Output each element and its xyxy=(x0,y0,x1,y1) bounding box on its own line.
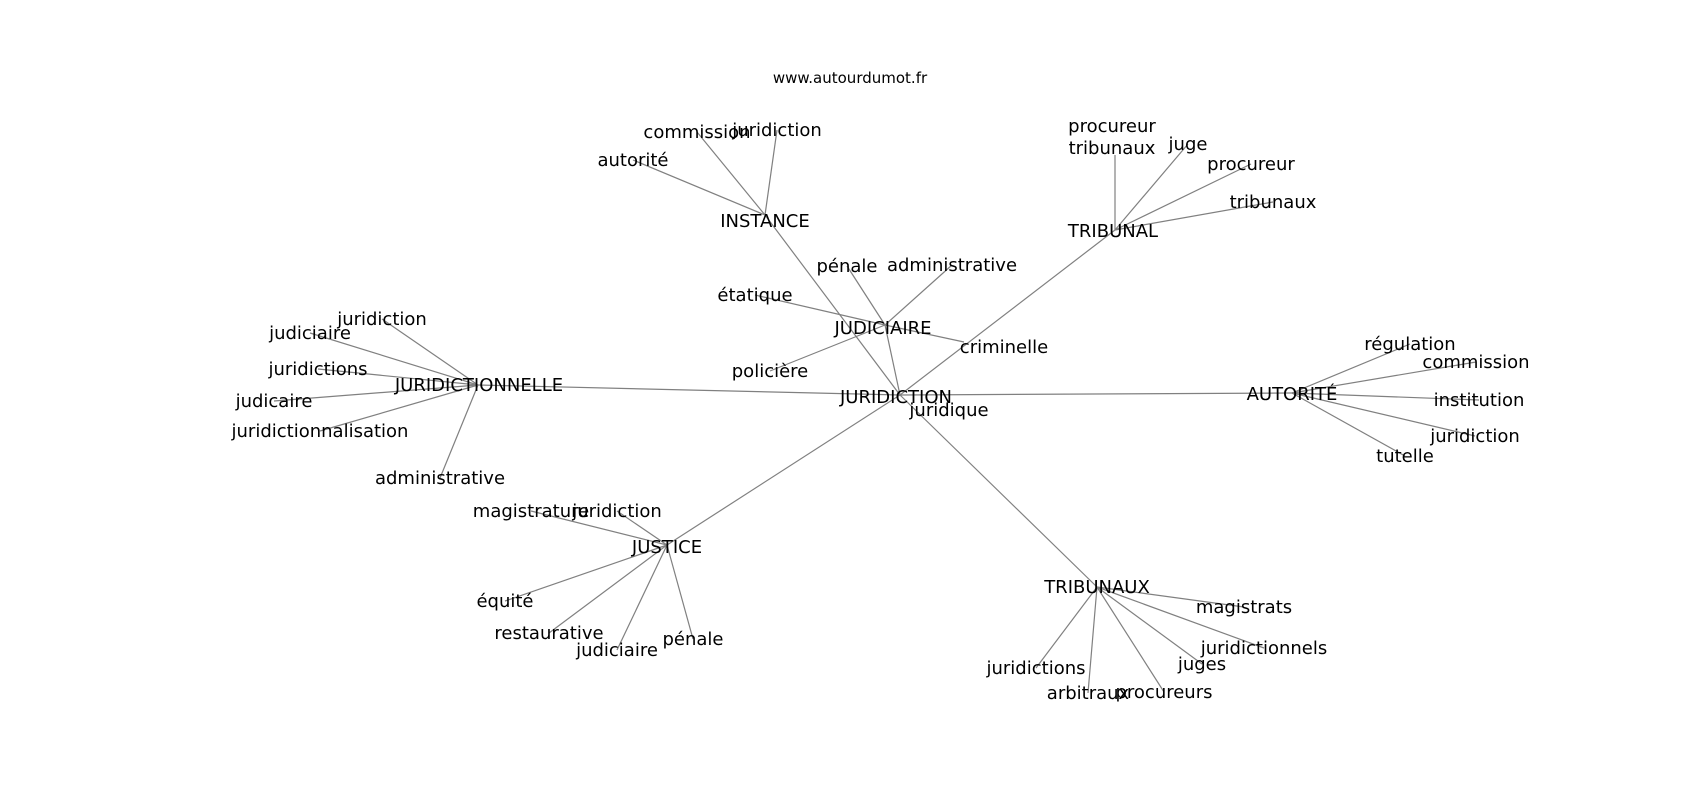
node-word-instance-commission: commission xyxy=(643,122,750,143)
edge-tribunaux-procureurs xyxy=(1096,586,1165,693)
source-watermark: www.autourdumot.fr xyxy=(773,69,928,87)
node-word-justice-magistrature: magistrature xyxy=(473,501,589,522)
node-word-juridictionnelle-administrative: administrative xyxy=(375,468,505,489)
edge-instance-commission xyxy=(696,131,766,216)
edge-tribunal-procureur xyxy=(1114,163,1252,231)
node-hub-juridictionnelle: JURIDICTIONNELLE xyxy=(394,375,563,396)
edge-center-instance xyxy=(764,214,901,396)
edge-judiciaire-administrative xyxy=(884,264,953,326)
node-word-tribunaux-juges: juges xyxy=(1177,654,1226,675)
node-hub-judiciaire: JUDICIAIRE xyxy=(833,318,931,339)
edge-tribunal-tribunaux xyxy=(1114,201,1274,231)
edge-juridictionnelle-juridictions xyxy=(317,368,479,386)
node-word-tribunal-tribunaux: tribunaux xyxy=(1230,192,1317,213)
edge-center-tribunaux xyxy=(899,394,1098,588)
edge-juridictionnelle-judicaire xyxy=(273,384,479,402)
edge-center-judiciaire xyxy=(884,324,901,396)
node-word-justice-juridiction: juridiction xyxy=(571,501,662,522)
node-word-autorite-commission: commission xyxy=(1422,352,1529,373)
node-word-judiciaire-administrative: administrative xyxy=(887,255,1017,276)
edge-judiciaire-criminelle xyxy=(884,324,965,343)
node-word-autorite-institution: institution xyxy=(1434,390,1525,411)
edge-tribunaux-magistrats xyxy=(1096,586,1245,608)
node-hub-justice: JUSTICE xyxy=(631,537,702,558)
node-word-judiciaire-criminelle: criminelle xyxy=(960,337,1048,358)
edge-center-juridictionnelle xyxy=(477,384,901,396)
node-center: JURIDICTION xyxy=(839,387,952,408)
edge-judiciaire-policiere xyxy=(769,324,886,372)
node-word-autorite-tutelle: tutelle xyxy=(1376,446,1434,467)
edge-center-autorite xyxy=(899,392,1293,396)
edge-autorite-commission xyxy=(1291,361,1477,394)
node-word-tribunaux-juridictionnels: juridictionnels xyxy=(1200,638,1327,659)
node-word-justice-penale: pénale xyxy=(662,629,723,650)
node-word-judiciaire-penale: pénale xyxy=(816,256,877,277)
node-word-justice-restaurative: restaurative xyxy=(494,623,603,644)
edge-justice-equite xyxy=(504,544,668,602)
node-hub-instance: INSTANCE xyxy=(720,211,810,232)
edge-justice-penale xyxy=(666,544,694,640)
edge-center-tribunal xyxy=(899,229,1116,396)
graph-edges xyxy=(273,129,1480,694)
edge-juridictionnelle-judiciaire xyxy=(309,332,479,386)
edge-tribunaux-juges xyxy=(1096,586,1203,665)
edge-justice-restaurative xyxy=(548,544,668,634)
node-word-tribunaux-arbitraux: arbitraux xyxy=(1047,683,1130,704)
node-word-tribunal-procureur: procureur xyxy=(1207,154,1295,175)
edge-justice-judiciaire xyxy=(616,544,668,651)
node-word-autorite-juridiction: juridiction xyxy=(1429,426,1520,447)
node-word-juridictionnelle-juridictions: juridictions xyxy=(268,359,368,380)
node-word-juridictionnelle-juridiction: juridiction xyxy=(336,309,427,330)
edge-instance-autorite xyxy=(632,159,766,216)
edge-autorite-tutelle xyxy=(1291,392,1406,457)
node-word-juridictionnelle-juridictionnalisation: juridictionnalisation xyxy=(231,421,409,442)
node-word-juridictionnelle-judiciaire: judiciaire xyxy=(268,323,351,344)
edge-instance-juridiction xyxy=(764,129,778,216)
edge-justice-juridiction xyxy=(616,510,668,546)
edge-center-justice xyxy=(666,394,901,546)
edge-autorite-institution xyxy=(1291,392,1480,401)
node-hub-autorite: AUTORITÉ xyxy=(1247,383,1338,405)
node-word-tribunal-juge: juge xyxy=(1168,134,1208,155)
node-word-juridique: juridique xyxy=(908,400,988,421)
edge-autorite-regulation xyxy=(1291,343,1411,394)
edge-judiciaire-penale xyxy=(846,265,886,326)
node-word-judiciaire-policiere: policière xyxy=(732,361,809,382)
edge-tribunal-juge xyxy=(1114,143,1189,231)
node-word-tribunaux-magistrats: magistrats xyxy=(1196,597,1292,618)
edge-judiciaire-etatique xyxy=(754,294,886,326)
node-word-instance-autorite: autorité xyxy=(597,150,668,171)
node-word-justice-equite: équité xyxy=(476,591,533,612)
node-word-juridictionnelle-judicaire: judicaire xyxy=(235,391,313,412)
graph-labels: JURIDICTIONINSTANCEcommissionjuridiction… xyxy=(231,116,1530,704)
edge-juridictionnelle-administrative xyxy=(439,384,479,479)
node-word-justice-judiciaire: judiciaire xyxy=(575,640,658,661)
node-hub-tribunaux: TRIBUNAUX xyxy=(1043,577,1150,598)
edge-justice-magistrature xyxy=(530,510,668,546)
node-word-instance-juridiction: juridiction xyxy=(731,120,822,141)
edge-juridictionnelle-juridiction xyxy=(381,318,479,386)
edge-tribunaux-juridictionnels xyxy=(1096,586,1265,649)
node-word-autorite-regulation: régulation xyxy=(1364,334,1455,355)
edge-autorite-juridiction xyxy=(1291,392,1476,437)
node-word-tribunaux-procureurs: procureurs xyxy=(1115,682,1212,703)
edge-tribunaux-arbitraux xyxy=(1087,586,1098,694)
edge-juridictionnelle-juridictionnalisation xyxy=(319,384,479,432)
edge-tribunaux-juridictions xyxy=(1035,586,1098,669)
node-word-judiciaire-etatique: étatique xyxy=(717,285,792,306)
node-hub-tribunal: TRIBUNAL xyxy=(1067,221,1158,242)
node-word-tribunaux-juridictions: juridictions xyxy=(986,658,1086,679)
